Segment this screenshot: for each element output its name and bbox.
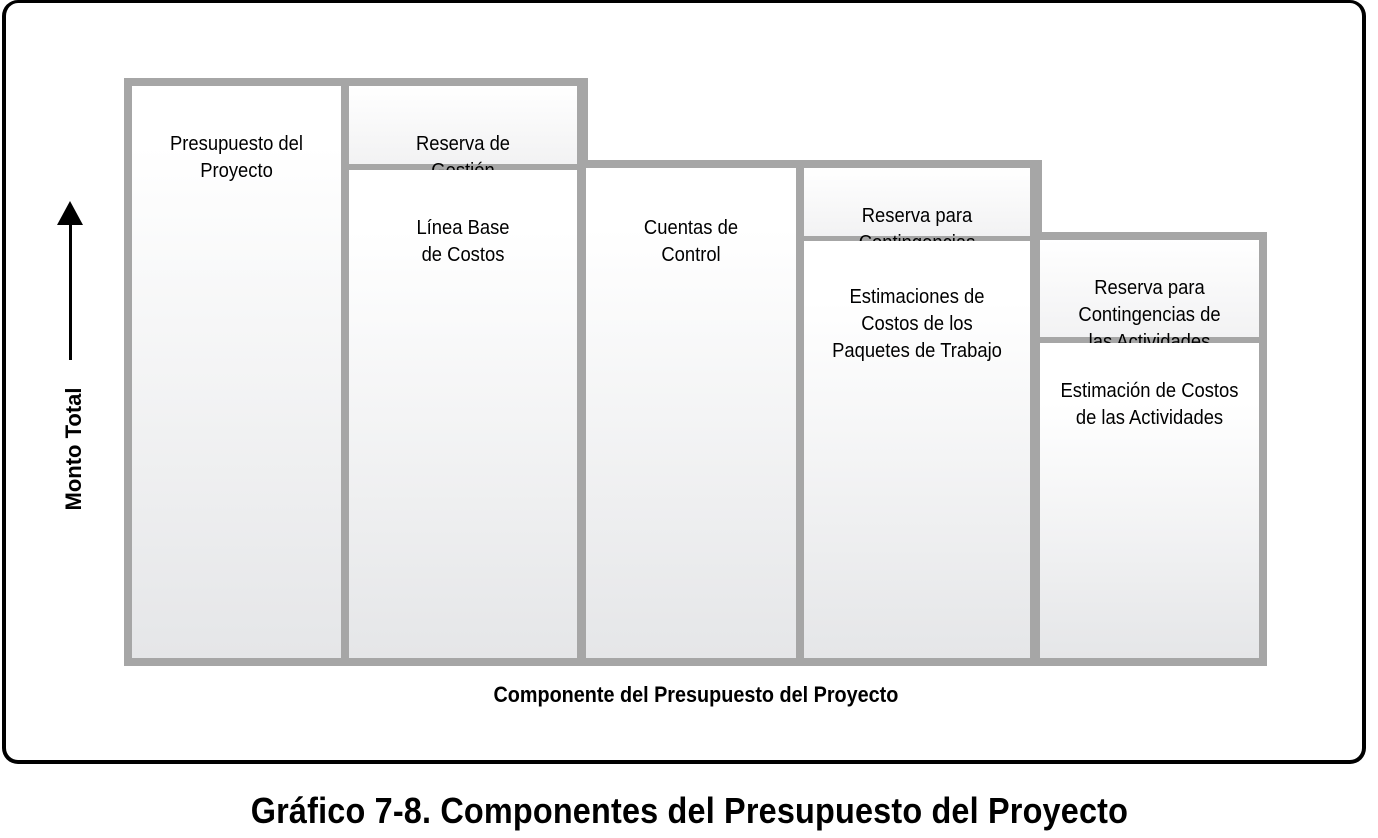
- figure-caption-text: Gráfico 7-8. Componentes del Presupuesto…: [250, 790, 1128, 831]
- figure-frame: [2, 0, 1366, 764]
- cell-linea-base-de-costos: Línea Base de Costos: [349, 170, 577, 658]
- cell-reserva-de-gestion: Reserva de Gestión: [349, 86, 577, 182]
- figure-caption: Gráfico 7-8. Componentes del Presupuesto…: [0, 790, 1378, 832]
- cell-presupuesto-del-proyecto: Presupuesto del Proyecto: [132, 86, 341, 658]
- up-arrow-icon: [57, 201, 83, 225]
- cell-estimaciones-de-costos-paquetes: Estimaciones de Costos de los Paquetes d…: [804, 241, 1030, 658]
- cell-label: Presupuesto del Proyecto: [170, 133, 303, 182]
- x-axis-label-text: Componente del Presupuesto del Proyecto: [493, 682, 899, 707]
- x-axis-label: Componente del Presupuesto del Proyecto: [0, 682, 1378, 708]
- cell-cuentas-de-control: Cuentas de Control: [586, 168, 796, 658]
- cell-label: Estimación de Costos de las Actividades: [1060, 380, 1239, 429]
- cell-label: Cuentas de Control: [643, 217, 739, 266]
- cell-label: Línea Base de Costos: [416, 217, 510, 266]
- cell-reserva-para-contingencias: Reserva para Contingencias: [804, 168, 1030, 254]
- cell-label: Estimaciones de Costos de los Paquetes d…: [832, 286, 1002, 362]
- up-arrow-shaft: [69, 222, 72, 360]
- y-axis-label: Monto Total: [61, 387, 86, 511]
- cell-label: Reserva para Contingencias de las Activi…: [1078, 277, 1221, 353]
- cell-reserva-contingencias-actividades: Reserva para Contingencias de las Activi…: [1040, 240, 1259, 353]
- cell-estimacion-costos-actividades: Estimación de Costos de las Actividades: [1040, 343, 1259, 658]
